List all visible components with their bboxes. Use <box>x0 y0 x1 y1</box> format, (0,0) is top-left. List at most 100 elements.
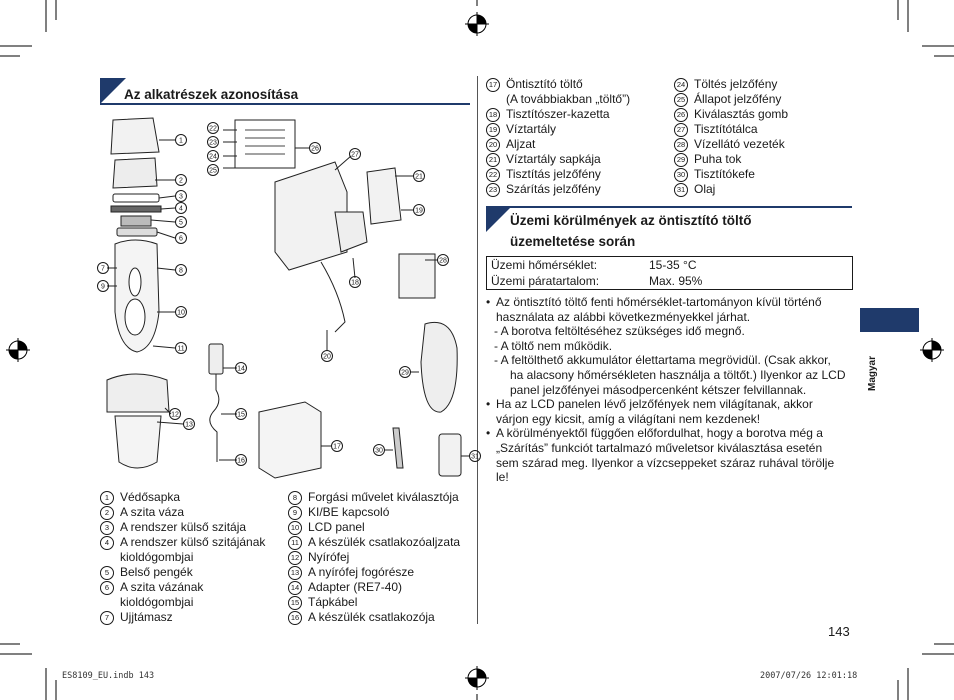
callout-label-2: 2 <box>179 178 183 185</box>
part-item: 25 Állapot jelzőfény <box>674 92 788 107</box>
part-label: Puha tok <box>694 152 741 167</box>
part-number: 15 <box>288 596 302 610</box>
part-number: 27 <box>674 123 688 137</box>
part-item: 17Öntisztító töltő <box>486 77 630 92</box>
note-3-line-1: A körülményektől függően előfordulhat, h… <box>496 426 823 441</box>
part-label: kioldógombjai <box>120 595 193 610</box>
outer-foil-drawing <box>113 194 159 202</box>
callout-label-28: 28 <box>439 258 447 265</box>
callout-label-18: 18 <box>351 280 359 287</box>
part-number: 25 <box>674 93 688 107</box>
oil-bottle-drawing <box>439 434 461 476</box>
registration-mark-top <box>465 12 489 36</box>
part-number: 23 <box>486 183 500 197</box>
part-item: 7 Ujjtámasz <box>100 610 265 625</box>
part-label: Vízellátó vezeték <box>694 137 785 152</box>
part-item: 6A szita vázának <box>100 580 265 595</box>
part-label: Tisztítószer-kazetta <box>506 107 610 122</box>
part-label: Nyírófej <box>308 550 349 565</box>
callout-label-7: 7 <box>101 266 105 273</box>
part-item: 18Tisztítószer-kazetta <box>486 107 630 122</box>
part-label: Állapot jelzőfény <box>694 92 781 107</box>
shaver-body-drawing <box>115 240 159 352</box>
part-number: 19 <box>486 123 500 137</box>
part-label: Belső pengék <box>120 565 193 580</box>
part-item: 9 KI/BE kapcsoló <box>288 505 460 520</box>
part-label: Tisztítás jelzőfény <box>506 167 601 182</box>
part-label: Szárítás jelzőfény <box>506 182 601 197</box>
part-number: 7 <box>100 611 114 625</box>
footer-file: ES8109_EU.indb 143 <box>62 671 154 681</box>
callout-label-1: 1 <box>179 138 183 145</box>
part-label: A rendszer külső szitájának <box>120 535 265 550</box>
part-label: Kiválasztás gomb <box>694 107 788 122</box>
adapter-drawing <box>209 344 223 374</box>
note-3-line-3: sem szárad meg. Ilyenkor a vízcseppeket … <box>486 456 858 471</box>
part-number: 12 <box>288 551 302 565</box>
part-item: 12 Nyírófej <box>288 550 460 565</box>
part-item: 27 Tisztítótálca <box>674 122 788 137</box>
part-number: 29 <box>674 153 688 167</box>
right-heading-triangle <box>486 206 512 232</box>
callout-label-27: 27 <box>351 152 359 159</box>
part-label: A készülék csatlakozója <box>308 610 435 625</box>
callout-label-31: 31 <box>471 454 479 461</box>
temp-value: 15-35 °C <box>645 257 853 274</box>
callout-label-4: 4 <box>179 206 183 213</box>
note-1-line-1: Az öntisztító töltő fenti hőmérséklet-ta… <box>496 295 822 310</box>
part-label: Töltés jelzőfény <box>694 77 777 92</box>
part-item: 5 Belső pengék <box>100 565 265 580</box>
callout-label-15: 15 <box>237 412 245 419</box>
note-3-line-2: „Szárítás” funkciót tartalmazó műveletso… <box>486 441 858 456</box>
water-supply-drawing <box>399 254 435 298</box>
note-sub-2: - A töltő nem működik. <box>486 339 858 354</box>
part-item: 22Tisztítás jelzőfény <box>486 167 630 182</box>
part-number: 9 <box>288 506 302 520</box>
part-item: 3A rendszer külső szitája <box>100 520 265 535</box>
part-item: 10LCD panel <box>288 520 460 535</box>
part-item: 28Vízellátó vezeték <box>674 137 788 152</box>
callout-label-20: 20 <box>323 354 331 361</box>
registration-mark-right <box>920 338 944 362</box>
part-label: (A továbbiakban „töltő”) <box>506 92 630 107</box>
callout-label-26: 26 <box>311 146 319 153</box>
callout-label-10: 10 <box>177 310 185 317</box>
callout-label-12: 12 <box>171 412 179 419</box>
part-number: 21 <box>486 153 500 167</box>
part-item: (A továbbiakban „töltő”) <box>486 92 630 107</box>
part-label: A szita váza <box>120 505 184 520</box>
cleaning-brush-drawing <box>393 428 403 468</box>
part-number: 6 <box>100 581 114 595</box>
part-number: 3 <box>100 521 114 535</box>
part-label: Tápkábel <box>308 595 357 610</box>
part-number: 5 <box>100 566 114 580</box>
humidity-label: Üzemi páratartalom: <box>487 273 646 290</box>
soft-pouch-drawing <box>421 322 457 412</box>
power-cord-drawing <box>210 374 219 462</box>
part-label: A készülék csatlakozóaljzata <box>308 535 460 550</box>
part-label: Ujjtámasz <box>120 610 173 625</box>
humidity-value: Max. 95% <box>645 273 853 290</box>
callout-label-21: 21 <box>415 174 423 181</box>
callout-label-17: 17 <box>333 444 341 451</box>
part-item: kioldógombjai <box>100 595 265 610</box>
language-tab <box>860 308 919 332</box>
right-heading-line1: Üzemi körülmények az öntisztító töltő <box>510 213 752 228</box>
part-label: Aljzat <box>506 137 535 152</box>
note-sub-3-line-1: - A feltölthető akkumulátor élettartama … <box>486 353 858 368</box>
part-item: 23 Szárítás jelzőfény <box>486 182 630 197</box>
part-label: Forgási művelet kiválasztója <box>308 490 459 505</box>
part-label: KI/BE kapcsoló <box>308 505 389 520</box>
callout-label-14: 14 <box>237 366 245 373</box>
page-number: 143 <box>828 624 850 639</box>
part-item: 20Aljzat <box>486 137 630 152</box>
part-label: Tisztítótálca <box>694 122 758 137</box>
